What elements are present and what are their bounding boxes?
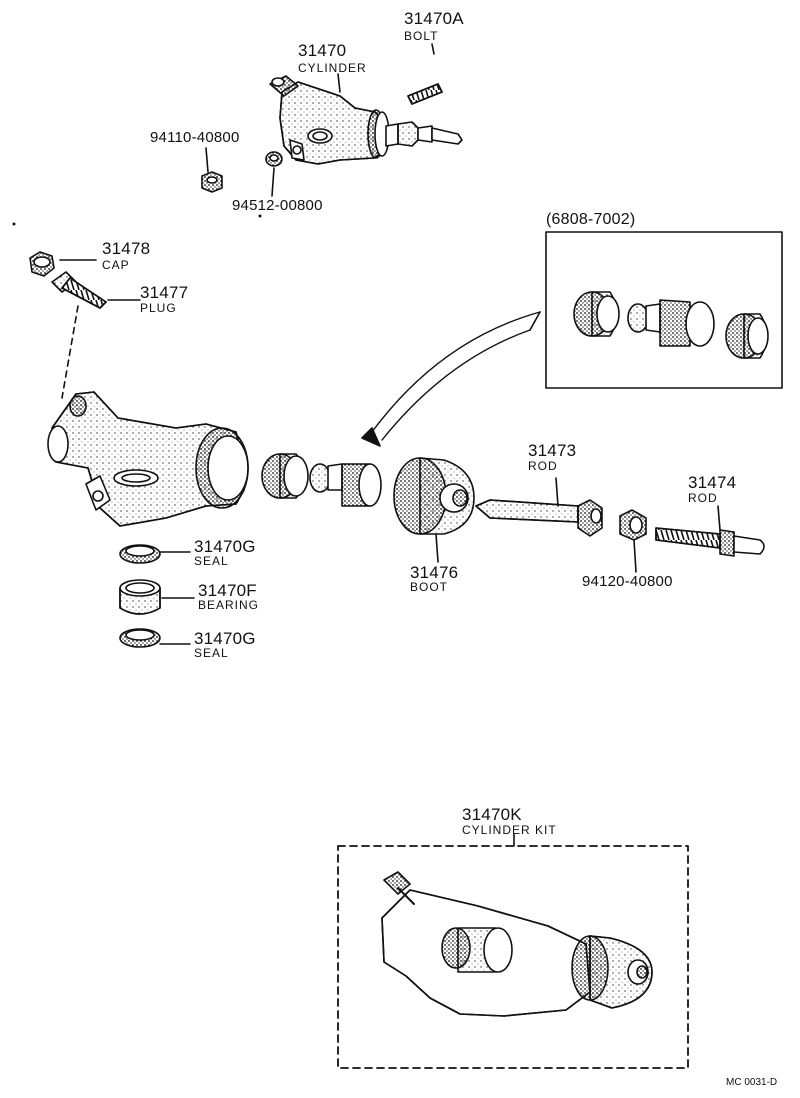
seal-31470g-upper-drawing	[119, 544, 161, 564]
boot-31476-drawing	[393, 457, 475, 535]
rod-31474-number: 31474	[688, 473, 737, 492]
piston-exploded	[309, 463, 382, 507]
cylinder-kit-box	[337, 845, 689, 1069]
cylinder-31470-number: 31470	[298, 41, 347, 60]
plug-31477-name: PLUG	[140, 301, 177, 315]
inset-parts-drawing	[573, 291, 769, 359]
bearing-31470f-name: BEARING	[198, 598, 260, 612]
cap-31478-drawing	[29, 251, 55, 277]
cap-31478-number: 31478	[102, 239, 151, 258]
inset-date-range: (6808-7002)	[546, 211, 636, 228]
plug-31477-drawing	[51, 271, 107, 309]
seal-31470g-lower-drawing	[119, 628, 161, 648]
seal-31470g-upper-name: SEAL	[194, 554, 229, 568]
plug-31477-number: 31477	[140, 283, 189, 302]
rod-31473-number: 31473	[528, 441, 577, 460]
cylinder-kit-drawing	[381, 871, 653, 1017]
seal-31470g-lower-number: 31470G	[194, 629, 256, 648]
nut-94110-number: 94110-40800	[150, 129, 240, 146]
rod-31474-drawing	[655, 527, 765, 557]
bolt-31470a-drawing	[407, 83, 443, 105]
rod-31473-name: ROD	[528, 459, 558, 473]
boot-31476-name: BOOT	[410, 580, 449, 594]
rod-31474-name: ROD	[688, 491, 718, 505]
nut-94120-drawing	[619, 509, 647, 541]
washer-94512-drawing	[265, 151, 283, 167]
bolt-31470a-name: BOLT	[404, 29, 439, 43]
nut-94120-number: 94120-40800	[582, 573, 673, 590]
inset-box	[545, 231, 783, 389]
seal-31470g-upper-number: 31470G	[194, 537, 256, 556]
bearing-31470f-drawing	[119, 579, 161, 615]
kit-31470k-name: CYLINDER KIT	[462, 823, 557, 837]
cylinder-body-exploded	[47, 391, 249, 527]
washer-94512-number: 94512-00800	[232, 197, 323, 214]
bolt-31470a-number: 31470A	[404, 9, 464, 28]
curved-arrow	[361, 311, 541, 447]
diagram-code: MC 0031-D	[726, 1077, 778, 1088]
kit-31470k-number: 31470K	[462, 805, 522, 824]
boot-31476-number: 31476	[410, 563, 459, 582]
piston-cup-exploded	[261, 453, 309, 499]
bearing-31470f-number: 31470F	[198, 581, 257, 600]
rod-31473-drawing	[475, 499, 603, 537]
nut-94110-drawing	[201, 171, 223, 193]
cap-31478-name: CAP	[102, 258, 130, 272]
cylinder-31470-name: CYLINDER	[298, 61, 367, 75]
seal-31470g-lower-name: SEAL	[194, 646, 229, 660]
cylinder-31470-top-drawing	[269, 75, 463, 165]
